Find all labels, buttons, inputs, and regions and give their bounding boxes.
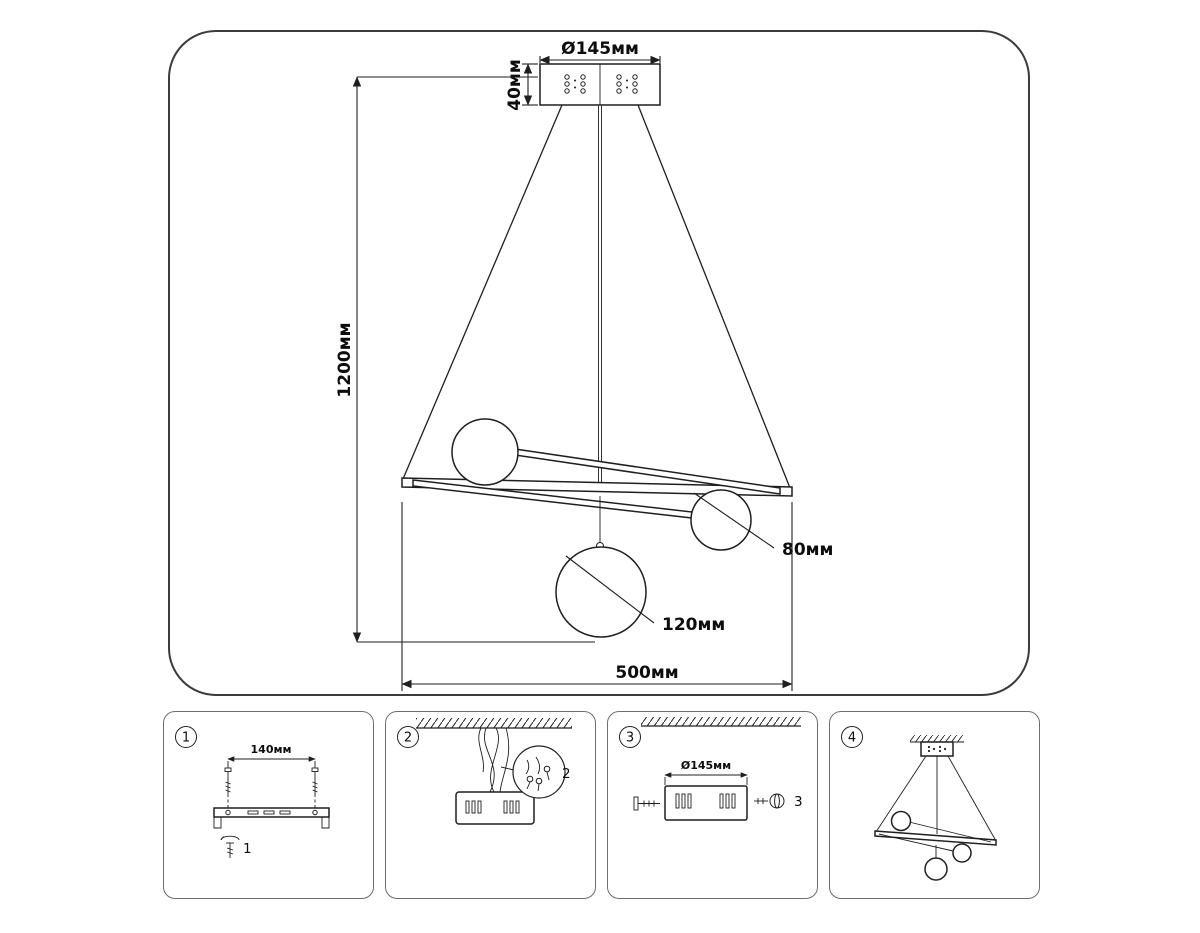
- bracket-width-dimension: 140мм: [227, 743, 316, 768]
- canopy-led-cluster-right: [616, 74, 638, 94]
- globe-bottom: [555, 546, 647, 638]
- mounting-screw-left: [224, 767, 232, 808]
- step-panel-3: 3 Ø145мм: [607, 711, 818, 899]
- step3-part-label: 3: [794, 794, 803, 810]
- globe-right: [690, 489, 752, 551]
- ceiling-canopy: [539, 63, 661, 106]
- step-number-badge: 4: [841, 726, 863, 748]
- step1-part-label: 1: [243, 841, 252, 857]
- wires: [478, 727, 510, 793]
- step-number-badge: 1: [175, 726, 197, 748]
- step-number-badge: 3: [619, 726, 641, 748]
- suspension-height-dimension: 1200мм: [335, 76, 595, 643]
- canopy-diameter-dimension: Ø145мм: [539, 39, 661, 65]
- step-panel-2: 2: [385, 711, 596, 899]
- ceiling-hatch: [416, 718, 572, 729]
- step2-svg: 2: [397, 718, 572, 825]
- ceiling-hatch: [910, 735, 964, 743]
- canopy-plate: [455, 791, 535, 825]
- main-bar: [401, 477, 793, 497]
- canopy-height-label: 40мм: [505, 59, 525, 110]
- mini-fixture: [874, 810, 997, 881]
- bracket-width-label: 140мм: [251, 743, 292, 756]
- main-diagram-panel: Ø145мм 40мм 1200мм: [168, 30, 1030, 696]
- mini-canopy: [920, 741, 954, 757]
- fixture-width-dimension: 500мм: [401, 502, 793, 691]
- step2-part-label: 2: [562, 766, 571, 782]
- main-diagram-svg: Ø145мм 40мм 1200мм: [335, 39, 833, 691]
- side-screw-knob-right: [754, 793, 785, 809]
- screw-turn-icon: [220, 835, 240, 858]
- ceiling-hatch: [641, 717, 801, 727]
- canopy-led-cluster-left: [564, 74, 586, 94]
- side-screw-left: [633, 796, 660, 811]
- suspension-height-label: 1200мм: [335, 322, 355, 397]
- mounting-bracket: [213, 807, 330, 829]
- small-sphere-label: 80мм: [782, 540, 833, 560]
- small-globe-callout: 80мм: [693, 492, 833, 560]
- step2-number: 2: [404, 731, 412, 746]
- step3-svg: 3 Ø145мм: [619, 717, 803, 821]
- canopy-diameter-label: Ø145мм: [561, 39, 639, 59]
- large-globe-callout: 120мм: [565, 555, 725, 635]
- fixture-width-label: 500мм: [615, 663, 678, 683]
- globe-left: [451, 418, 519, 486]
- canopy-diameter-dimension: Ø145мм: [664, 759, 748, 785]
- suspension-wires: [402, 104, 791, 489]
- mini-wires: [875, 755, 997, 842]
- canopy-height-dimension: 40мм: [505, 59, 538, 111]
- step3-number: 3: [626, 731, 634, 746]
- step1-number: 1: [182, 731, 190, 746]
- step-panel-1: 1 140мм: [163, 711, 374, 899]
- step1-svg: 1 140мм: [175, 726, 330, 858]
- large-sphere-label: 120мм: [662, 615, 725, 635]
- canopy-plate: [664, 785, 748, 821]
- fixture-body: [401, 418, 793, 638]
- step-number-badge: 2: [397, 726, 419, 748]
- wiring-magnifier: [500, 745, 566, 799]
- step4-svg: 4: [841, 726, 997, 881]
- mounting-screw-right: [311, 767, 319, 808]
- step-panel-4: 4: [829, 711, 1040, 899]
- step4-number: 4: [848, 731, 856, 746]
- step3-canopy-diameter-label: Ø145мм: [681, 759, 731, 772]
- installation-steps: 1 140мм: [163, 711, 1040, 899]
